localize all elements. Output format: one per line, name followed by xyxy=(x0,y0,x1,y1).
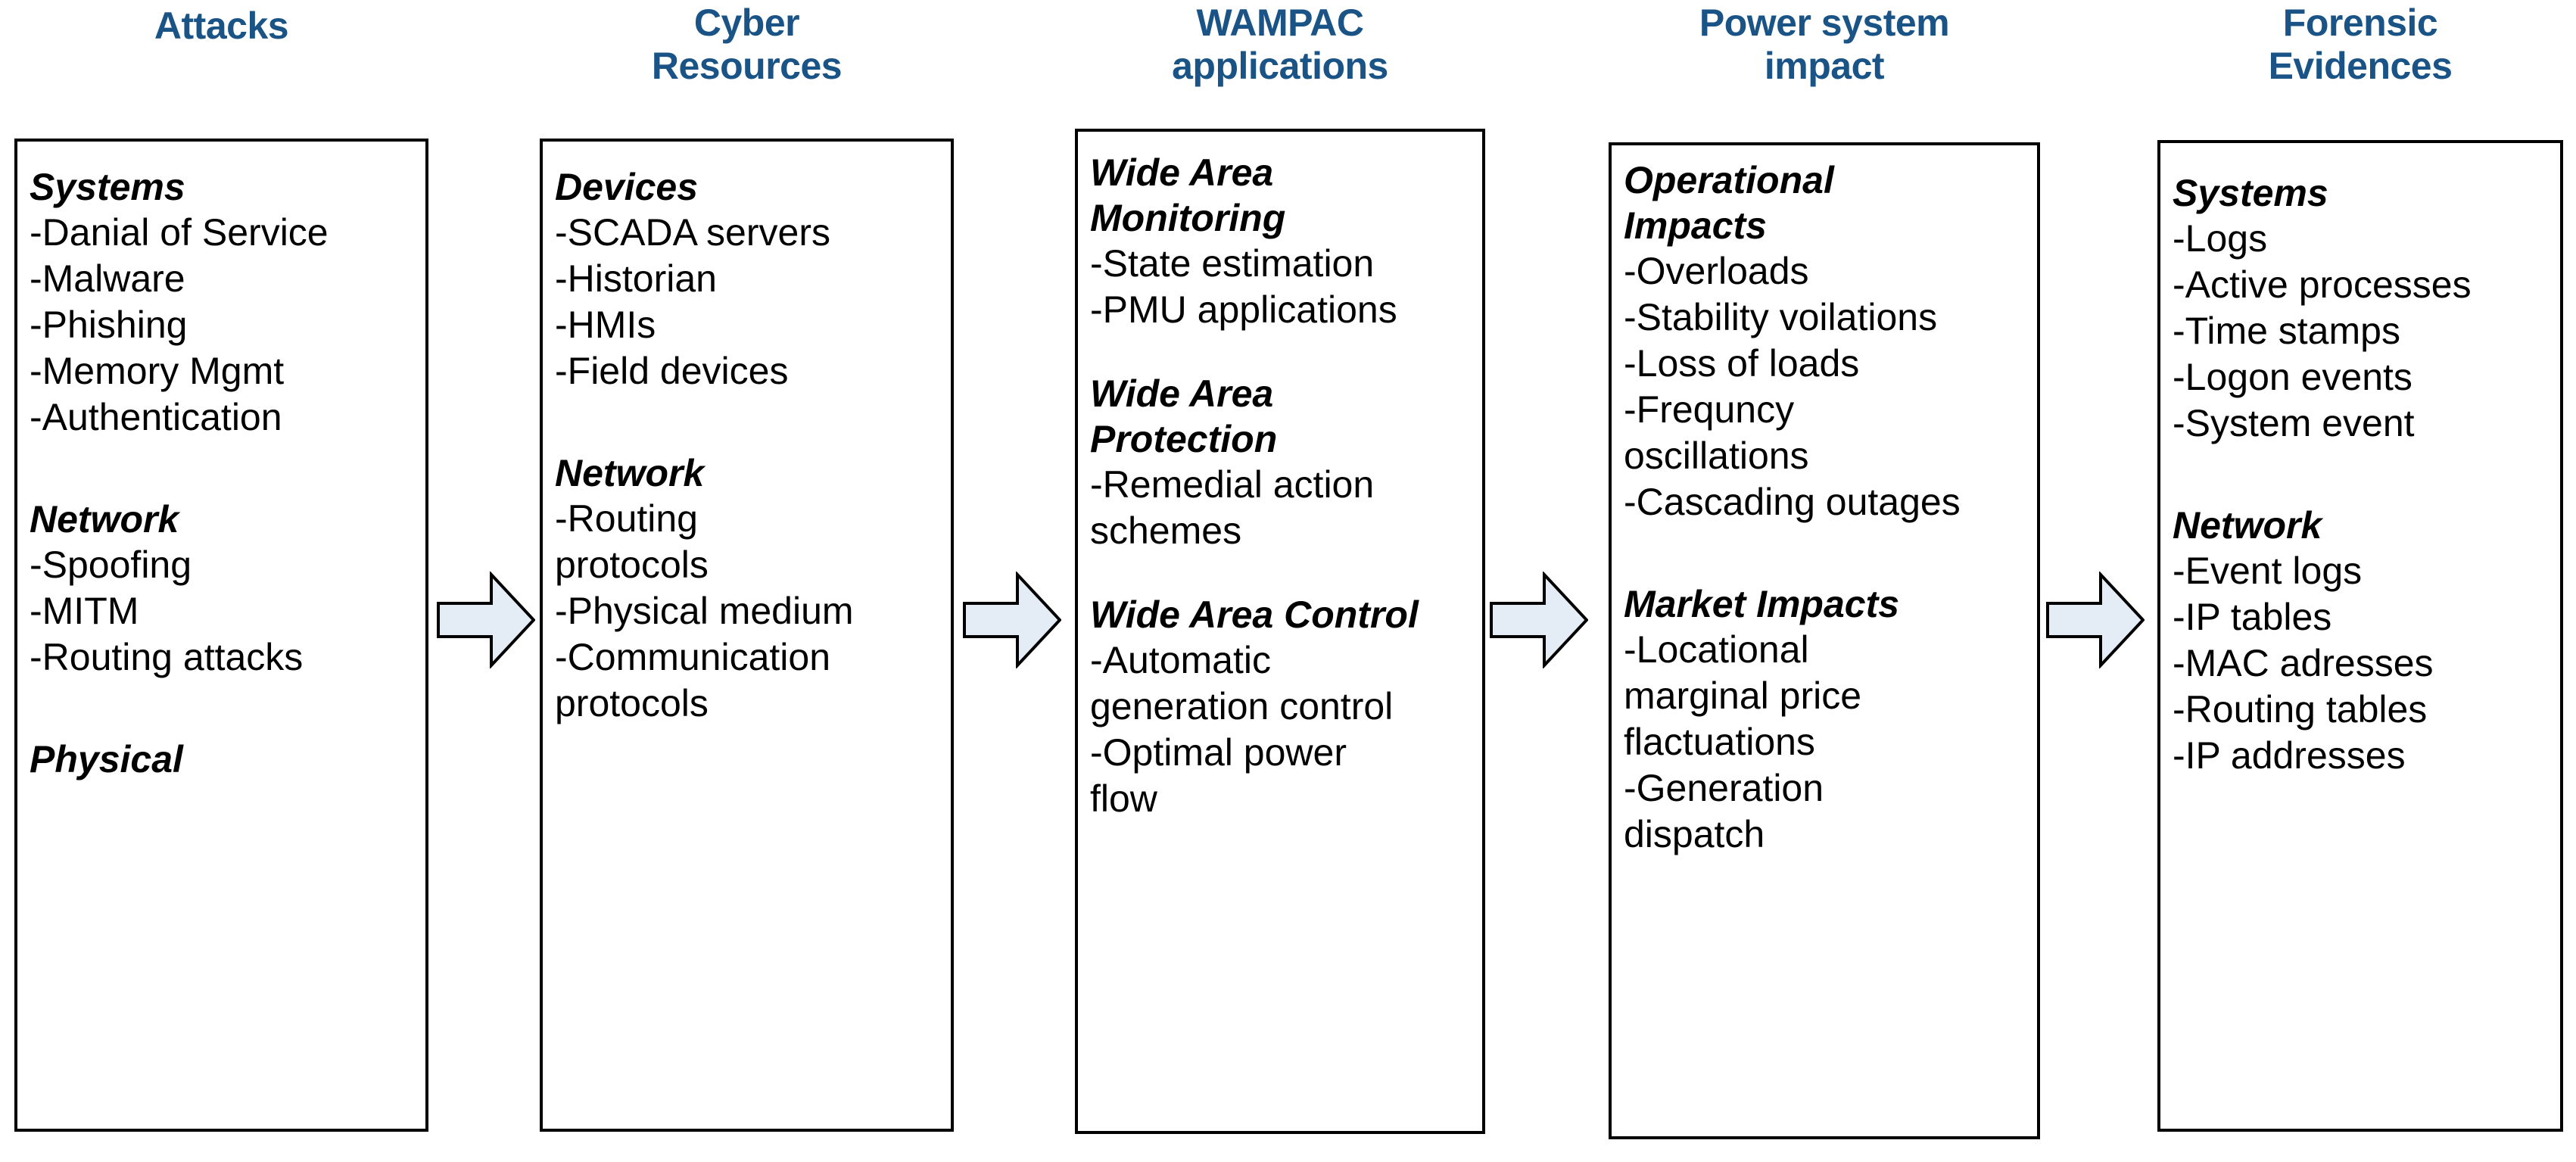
panel-attacks: Systems -Danial of Service -Malware -Phi… xyxy=(14,139,428,1132)
list-item: -Memory Mgmt xyxy=(30,350,285,392)
column-title-forensic-evidences: Forensic Evidences xyxy=(2268,2,2453,87)
list-item: -Field devices xyxy=(555,350,789,392)
column-title-wampac-applications: WAMPAC applications xyxy=(1172,2,1388,87)
group-spacer xyxy=(30,681,425,737)
column-cyber-resources: Cyber Resources Devices -SCADA servers -… xyxy=(540,0,954,1162)
list-item: -Malware xyxy=(30,257,185,300)
arrow-cyber-to-wampac xyxy=(963,572,1061,668)
list-item: -HMIs xyxy=(555,304,656,346)
group-heading-market-impacts: Market Impacts xyxy=(1624,583,1900,625)
list-item: -Frequncy oscillations xyxy=(1624,388,1809,477)
list-item: -Remedial action schemes xyxy=(1090,463,1375,552)
group-heading-systems: Systems xyxy=(30,166,185,208)
list-item: -Event logs xyxy=(2173,550,2363,592)
column-title-power-system-impact: Power system impact xyxy=(1699,2,1950,87)
list-item: -Cascading outages xyxy=(1624,481,1961,523)
list-item: -Time stamps xyxy=(2173,310,2400,352)
list-item: -Historian xyxy=(555,257,717,300)
list-item: -Spoofing xyxy=(30,544,192,586)
list-item: -MAC adresses xyxy=(2173,642,2434,684)
list-item: -Routing attacks xyxy=(30,636,304,678)
arrow-attacks-to-cyber xyxy=(437,572,535,668)
arrow-wampac-to-impact xyxy=(1490,572,1588,668)
group-spacer xyxy=(2173,447,2560,503)
column-title-attacks: Attacks xyxy=(154,5,289,47)
list-item: -Active processes xyxy=(2173,263,2472,306)
list-item: -Generation dispatch xyxy=(1624,767,1824,855)
group-heading-devices: Devices xyxy=(555,166,699,208)
panel-wampac-applications: Wide Area Monitoring -State estimation -… xyxy=(1075,129,1485,1134)
list-item: -Locational marginal price flactuations xyxy=(1624,628,1862,763)
list-item: -Authentication xyxy=(30,396,282,438)
list-item: -Danial of Service xyxy=(30,211,329,254)
list-item: -State estimation xyxy=(1090,242,1375,285)
list-item: -Physical medium xyxy=(555,590,854,632)
list-item: -Stability voilations xyxy=(1624,296,1938,338)
group-heading-physical: Physical xyxy=(30,738,183,780)
list-item: -Phishing xyxy=(30,304,188,346)
group-heading-network: Network xyxy=(30,498,179,541)
column-attacks: Attacks Systems -Danial of Service -Malw… xyxy=(14,0,428,1162)
group-heading-operational-impacts: Operational Impacts xyxy=(1624,159,1834,247)
list-item: -Overloads xyxy=(1624,250,1809,292)
group-heading-wide-area-protection: Wide Area Protection xyxy=(1090,372,1278,460)
list-item: -Loss of loads xyxy=(1624,342,1860,385)
list-item: -Routing tables xyxy=(2173,688,2428,731)
list-item: -SCADA servers xyxy=(555,211,830,254)
list-item: -Optimal power flow xyxy=(1090,731,1347,820)
column-wampac-applications: WAMPAC applications Wide Area Monitoring… xyxy=(1075,0,1485,1162)
column-forensic-evidences: Forensic Evidences Systems -Logs -Active… xyxy=(2157,0,2563,1162)
group-spacer xyxy=(1624,525,2037,581)
group-heading-wide-area-monitoring: Wide Area Monitoring xyxy=(1090,151,1286,239)
list-item: -IP addresses xyxy=(2173,734,2406,777)
group-spacer xyxy=(30,441,425,497)
list-item: -Communication protocols xyxy=(555,636,831,724)
group-spacer xyxy=(555,394,951,450)
list-item: -Automatic generation control xyxy=(1090,639,1394,727)
group-heading-wide-area-control: Wide Area Control xyxy=(1090,593,1419,636)
list-item: -Logs xyxy=(2173,217,2268,260)
list-item: -System event xyxy=(2173,402,2415,444)
list-item: -PMU applications xyxy=(1090,288,1397,331)
group-heading-systems: Systems xyxy=(2173,172,2328,214)
list-item: -MITM xyxy=(30,590,139,632)
group-heading-network: Network xyxy=(555,452,705,494)
list-item: -Logon events xyxy=(2173,356,2412,398)
panel-forensic-evidences: Systems -Logs -Active processes -Time st… xyxy=(2157,140,2563,1132)
column-title-cyber-resources: Cyber Resources xyxy=(651,2,843,87)
panel-power-system-impact: Operational Impacts -Overloads -Stabilit… xyxy=(1609,142,2040,1139)
group-heading-network: Network xyxy=(2173,504,2322,547)
panel-cyber-resources: Devices -SCADA servers -Historian -HMIs … xyxy=(540,139,954,1132)
list-item: -IP tables xyxy=(2173,596,2332,638)
list-item: -Routing protocols xyxy=(555,497,709,586)
group-spacer xyxy=(1090,333,1482,371)
arrow-impact-to-forensic xyxy=(2046,572,2145,668)
group-spacer xyxy=(1090,554,1482,592)
column-power-system-impact: Power system impact Operational Impacts … xyxy=(1609,0,2040,1162)
